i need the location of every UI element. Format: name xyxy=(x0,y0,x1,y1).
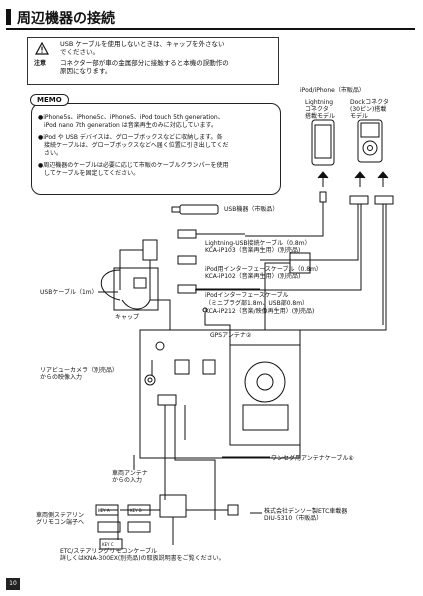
memo-line: してケーブルを固定してください。 xyxy=(44,170,140,177)
lightning-cable-label-1: Lightning-USB接続ケーブル（0.8m） xyxy=(205,240,311,247)
etc-cable-label: ETC/ステアリングリモコンケーブル詳しくはKNA-300EX(別売品)の取扱説… xyxy=(60,548,225,562)
memo-line: さい。 xyxy=(44,150,63,157)
memo-line: ●iPhone5s、iPhone5c、iPhone5、iPod touch 5t… xyxy=(38,114,224,121)
warning-icon xyxy=(35,42,49,55)
devices-header: iPod/iPhone（市販品） xyxy=(300,87,365,94)
ipod-cable-label-1: iPod用インターフェースケーブル（0.8m） xyxy=(205,266,322,273)
ipod-screen xyxy=(360,122,380,138)
title-mark xyxy=(6,9,11,25)
cap-label: キャップ xyxy=(115,314,140,321)
caution-line-3: コネクター部が車の金属部分に接触すると本機の誤動作の xyxy=(60,59,229,67)
memo-line: iPod nano 7th generation は音楽再生のみに対応しています… xyxy=(44,122,217,129)
title-bar: 周辺機器の接続 xyxy=(6,6,415,30)
lightning-cable-label-2: KCA-iP103（音楽再生用）(別売品) xyxy=(205,247,301,254)
connector-label: KEY C xyxy=(102,542,114,547)
ipod-if-label-2: （ミニプラグ部1.8m、USB部0.8m） xyxy=(205,300,309,307)
usb-cable-label: USBケーブル（1m） xyxy=(40,289,98,296)
rear-camera-label: リアビューカメラ（別売品）からの映像入力 xyxy=(40,367,119,381)
iphone-screen xyxy=(314,124,332,159)
connector-label: KEY B xyxy=(130,508,142,513)
page-number: 10 xyxy=(6,578,20,590)
ipod-if-label-1: iPodインターフェースケーブル xyxy=(205,292,289,299)
iphone-image xyxy=(311,119,335,166)
memo-tag: MEMO xyxy=(30,94,69,106)
usb-memory-label: USB機器（市販品） xyxy=(224,206,279,213)
memo-line: 接続ケーブルは、グローブボックスなどへ届く位置に引き出してくだ xyxy=(44,142,229,149)
ipod-image xyxy=(357,119,383,163)
memo-box: MEMO ●iPhone5s、iPhone5c、iPhone5、iPod tou… xyxy=(30,94,281,195)
caution-box: 注意 USB ケーブルを使用しないときは、キャップを外さない でください。 コネ… xyxy=(27,37,279,85)
caution-line-1: USB ケーブルを使用しないときは、キャップを外さない xyxy=(60,40,225,48)
steering-label: 車両側ステアリングリモコン端子へ xyxy=(36,512,85,526)
car-antenna-label: 車両アンテナからの入力 xyxy=(112,470,148,484)
ipod-cable-label-2: KCA-iP102（音楽再生用）(別売品) xyxy=(205,273,301,280)
memo-line: ●周辺機器のケーブルは必要に応じて市販のケーブルクランパーを使用 xyxy=(38,162,229,169)
caution-line-2: でください。 xyxy=(60,48,99,56)
caution-line-4: 原因になります。 xyxy=(60,67,112,75)
gps-label: GPSアンテナ② xyxy=(210,332,252,339)
dock-model-label: Dockコネクタ(30ピン)搭載モデル xyxy=(350,99,389,120)
oneseg-cable-label: ワンセグ用アンテナケーブル⑥ xyxy=(271,455,354,462)
caution-label: 注意 xyxy=(34,60,47,67)
ipod-if-label-3: KCA-iP212（音楽/映像再生用）(別売品) xyxy=(205,308,315,315)
memo-line: ●iPod や USB デバイスは、グローブボックスなどに収納します。各 xyxy=(38,134,223,141)
connector-label: KEY A xyxy=(98,508,110,513)
page-title: 周辺機器の接続 xyxy=(17,11,115,27)
ipod-wheel xyxy=(362,140,378,156)
